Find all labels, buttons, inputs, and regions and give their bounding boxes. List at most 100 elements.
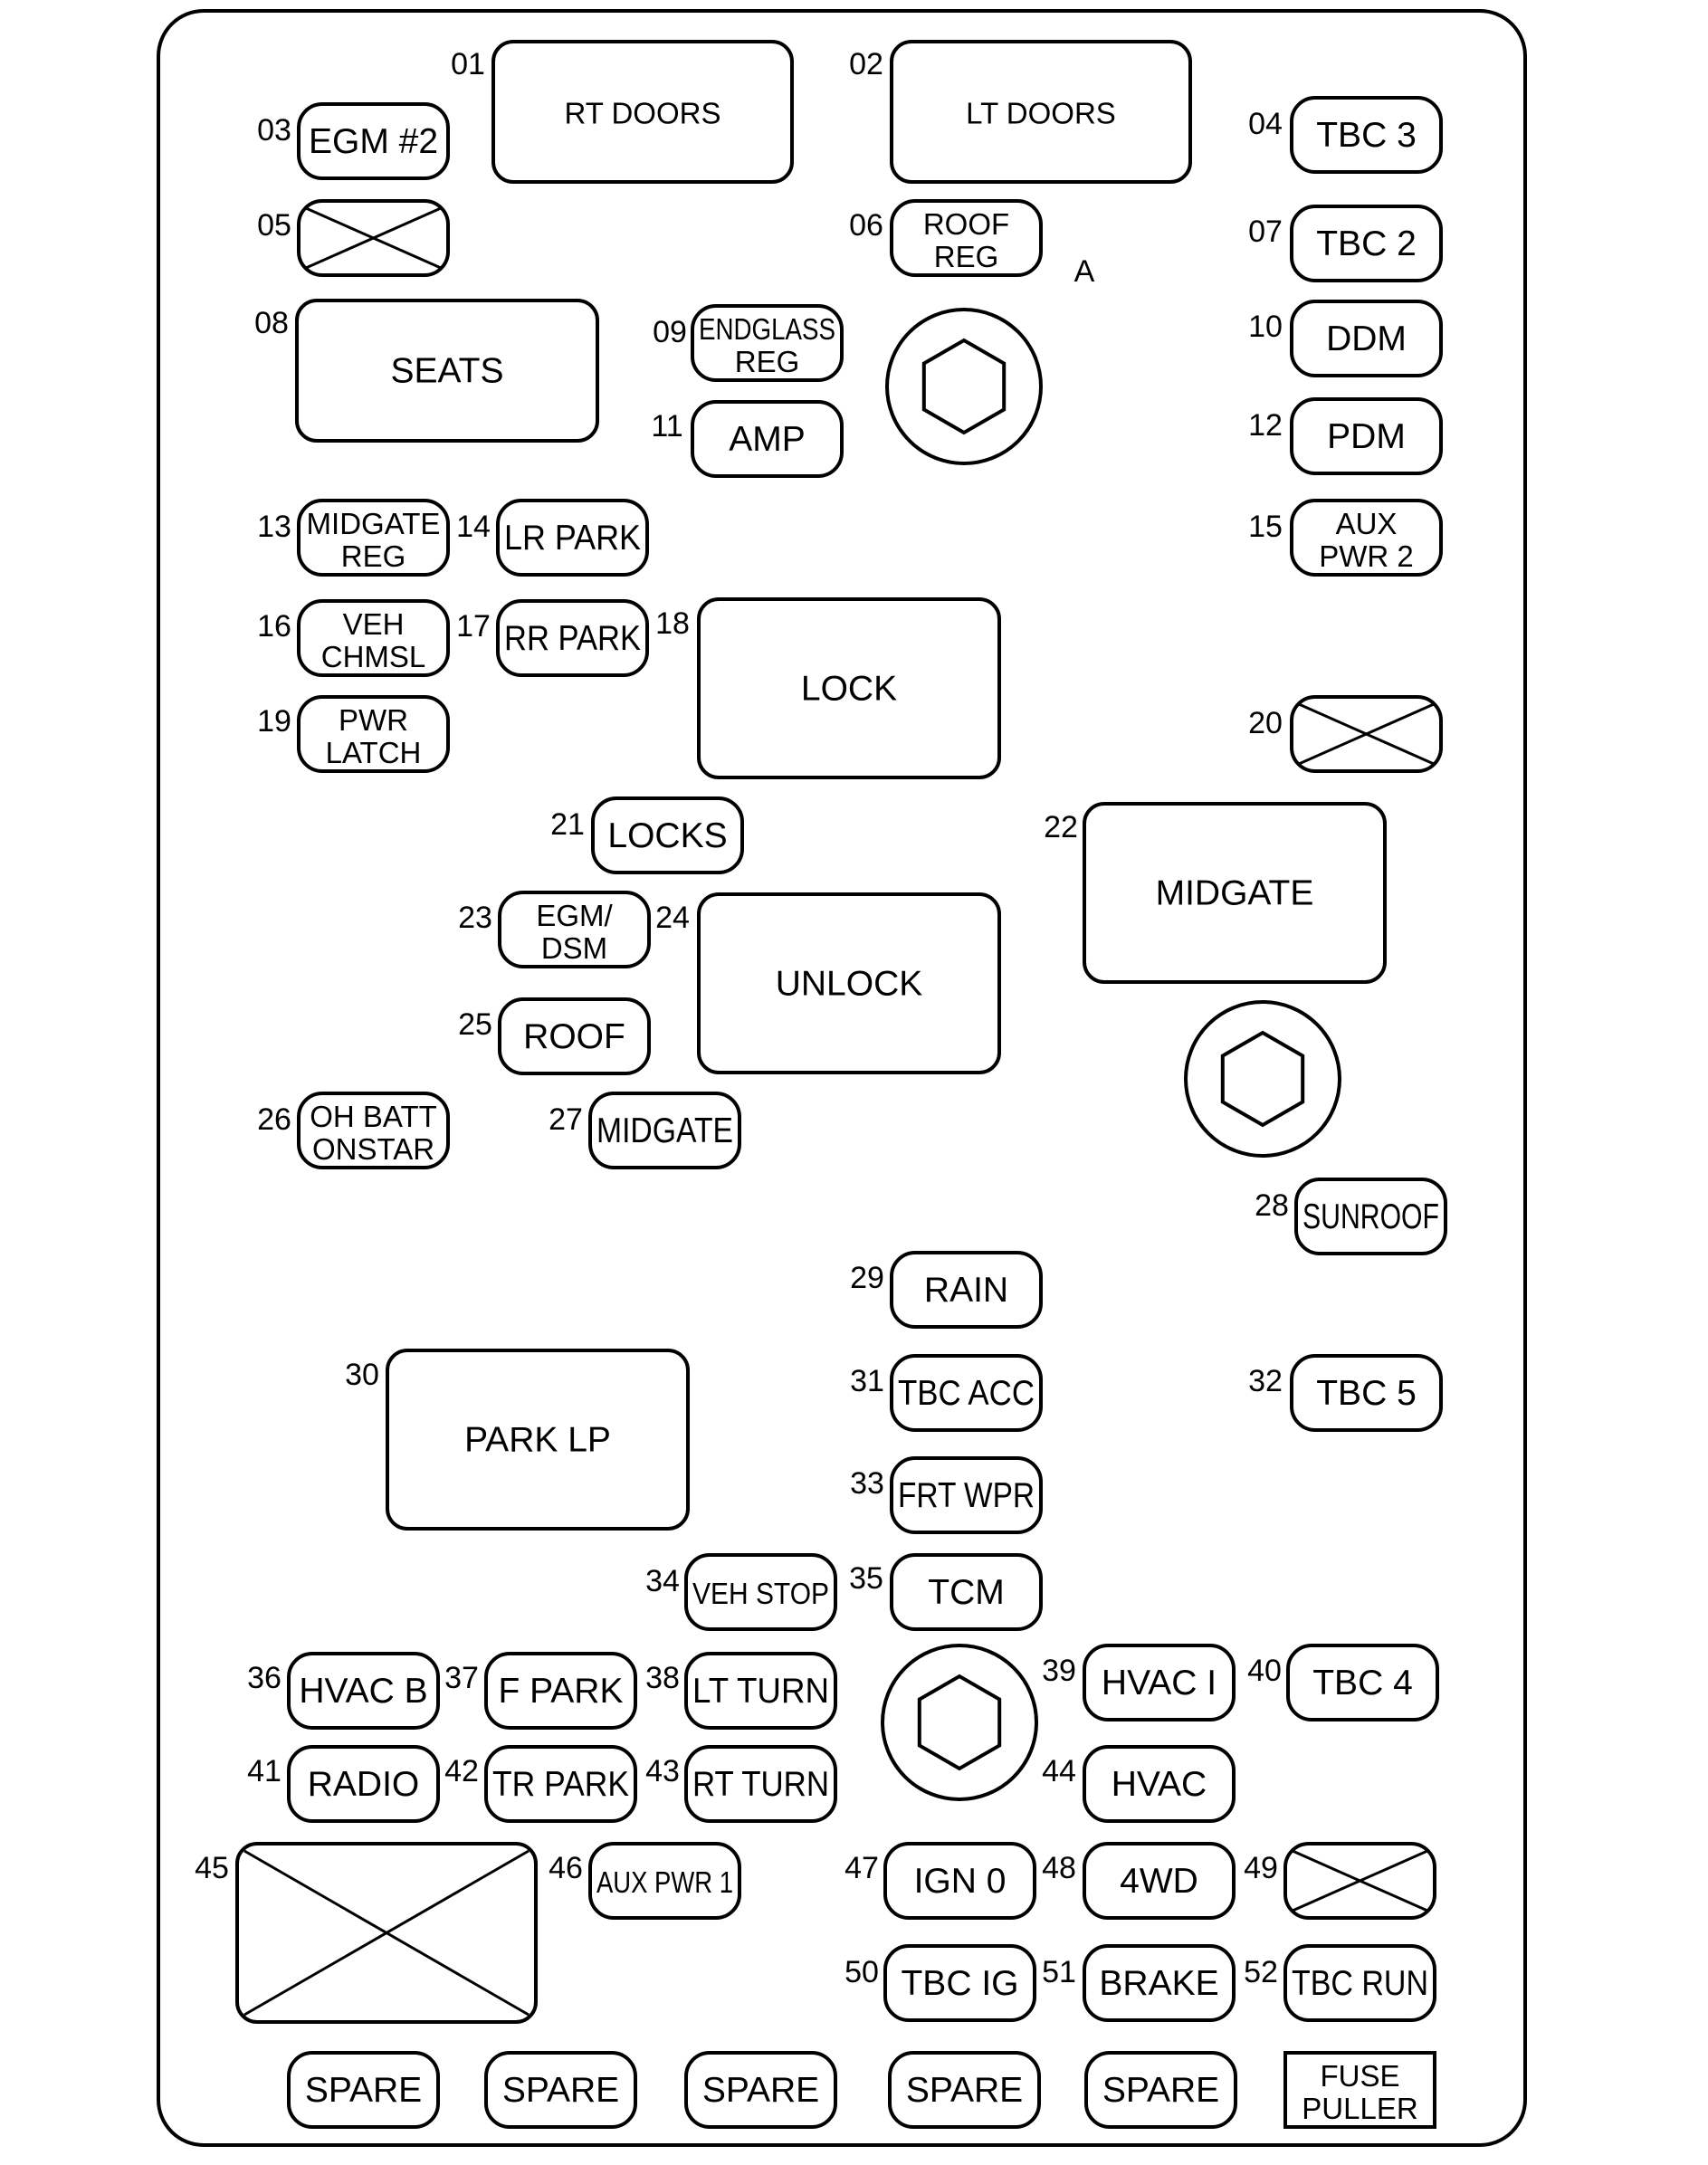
fuse-box	[890, 199, 1043, 277]
fuse-label: TBC 3	[1316, 116, 1417, 155]
fuse-number: 48	[1042, 1851, 1076, 1885]
fuse-label: F PARK	[499, 1672, 624, 1711]
fuse-label: CHMSL	[321, 640, 426, 673]
fuse-label: LR PARK	[504, 519, 641, 558]
fuse-label: EGM/	[536, 899, 613, 932]
fuse-number: 09	[653, 315, 687, 349]
empty-slot-cross-icon	[1292, 1849, 1428, 1912]
fuse-box	[297, 695, 450, 773]
fuse-box	[1290, 96, 1443, 174]
fuse-17: RR PARK 17	[456, 599, 649, 677]
fuse-number: 38	[645, 1661, 680, 1695]
fuse-box	[1084, 2051, 1237, 2129]
fuse-label: TBC 4	[1312, 1664, 1413, 1702]
fuse-label: FUSE	[1320, 2059, 1399, 2093]
fuse-box	[484, 1652, 637, 1730]
fuse-label: ONSTAR	[312, 1132, 434, 1166]
fuse-label: ROOF	[923, 207, 1009, 241]
fuse-label: TCM	[928, 1573, 1004, 1612]
fuse-number: 46	[549, 1851, 583, 1885]
fuse-number: 20	[1248, 706, 1283, 740]
fuse-number: 03	[257, 113, 291, 148]
fuse-label: FRT WPR	[898, 1476, 1035, 1515]
empty-slot-cross-icon	[1298, 702, 1435, 766]
fuse-label: 4WD	[1120, 1862, 1198, 1901]
marker-label: A	[1074, 254, 1095, 289]
fuse-33: FRT WPR 33	[850, 1456, 1043, 1534]
fuse-label: LATCH	[326, 736, 422, 769]
fuse-label: TBC 2	[1316, 224, 1417, 263]
fuse-box	[295, 299, 599, 443]
fuse-box	[498, 891, 651, 968]
fuse-number: 25	[458, 1007, 492, 1042]
fuse-48: 4WD 48	[1042, 1842, 1236, 1920]
fuse-number: 26	[257, 1102, 291, 1137]
fuse-number: 04	[1248, 107, 1283, 141]
fuse-box	[1283, 2051, 1436, 2129]
fuse-label: RR PARK	[504, 619, 641, 658]
fuse-number: 33	[850, 1466, 884, 1501]
fuse-number: 32	[1248, 1364, 1283, 1398]
fuse-38: LT TURN 38	[645, 1652, 837, 1730]
fuse-number: 24	[655, 901, 690, 935]
fuse-number: 30	[345, 1358, 379, 1392]
fuse-box	[890, 1354, 1043, 1432]
fuse-label: AUX	[1336, 507, 1398, 540]
fuse-label: LT TURN	[692, 1672, 829, 1711]
fuse-box	[1083, 1644, 1236, 1722]
hex-bolt-icon	[1184, 1000, 1341, 1158]
fuse-label: REG	[934, 240, 999, 273]
fuse-07: TBC 207	[1248, 205, 1443, 282]
fuse-36: HVAC B36	[247, 1652, 440, 1730]
fuse-box	[1290, 300, 1443, 377]
fuse-box	[697, 892, 1001, 1074]
fuse-box	[1290, 499, 1443, 577]
fuse-label: AMP	[729, 420, 806, 459]
fuse-number: 45	[195, 1851, 229, 1885]
fuse-box	[287, 1652, 440, 1730]
spare-fuse: SPARE	[888, 2051, 1041, 2129]
fuse-label: MIDGATE	[596, 1111, 733, 1150]
fuse-box	[491, 40, 794, 184]
fuse-label: TBC 5	[1316, 1374, 1417, 1413]
fuse-label: VEH STOP	[692, 1577, 829, 1610]
fuse-label: SPARE	[906, 2071, 1023, 2110]
fuse-number: 22	[1044, 810, 1078, 844]
fuse-number: 10	[1248, 310, 1283, 344]
fuse-label: PWR 2	[1319, 539, 1414, 573]
fuse-number: 06	[849, 208, 883, 243]
fuse-label: BRAKE	[1099, 1964, 1218, 2003]
fuse-label: PWR	[339, 703, 408, 737]
fuse-box	[1083, 802, 1387, 984]
fuse-number: 18	[655, 606, 690, 641]
fuse-number: 17	[456, 609, 491, 644]
fuse-label: HVAC B	[299, 1672, 427, 1711]
fuse-number: 31	[850, 1364, 884, 1398]
fuse-number: 40	[1247, 1654, 1282, 1688]
fuse-box	[697, 597, 1001, 779]
fuse-box	[588, 1842, 741, 1920]
fuse-label: ENDGLASS	[699, 312, 835, 346]
fuse-47: IGN 047	[844, 1842, 1036, 1920]
fuse-number: 19	[257, 704, 291, 739]
fuse-label: HVAC I	[1102, 1664, 1217, 1702]
fuse-label: UNLOCK	[776, 965, 923, 1004]
fuse-box	[588, 1092, 741, 1169]
fuse-box	[297, 599, 450, 677]
fuse-label: RAIN	[924, 1271, 1008, 1310]
